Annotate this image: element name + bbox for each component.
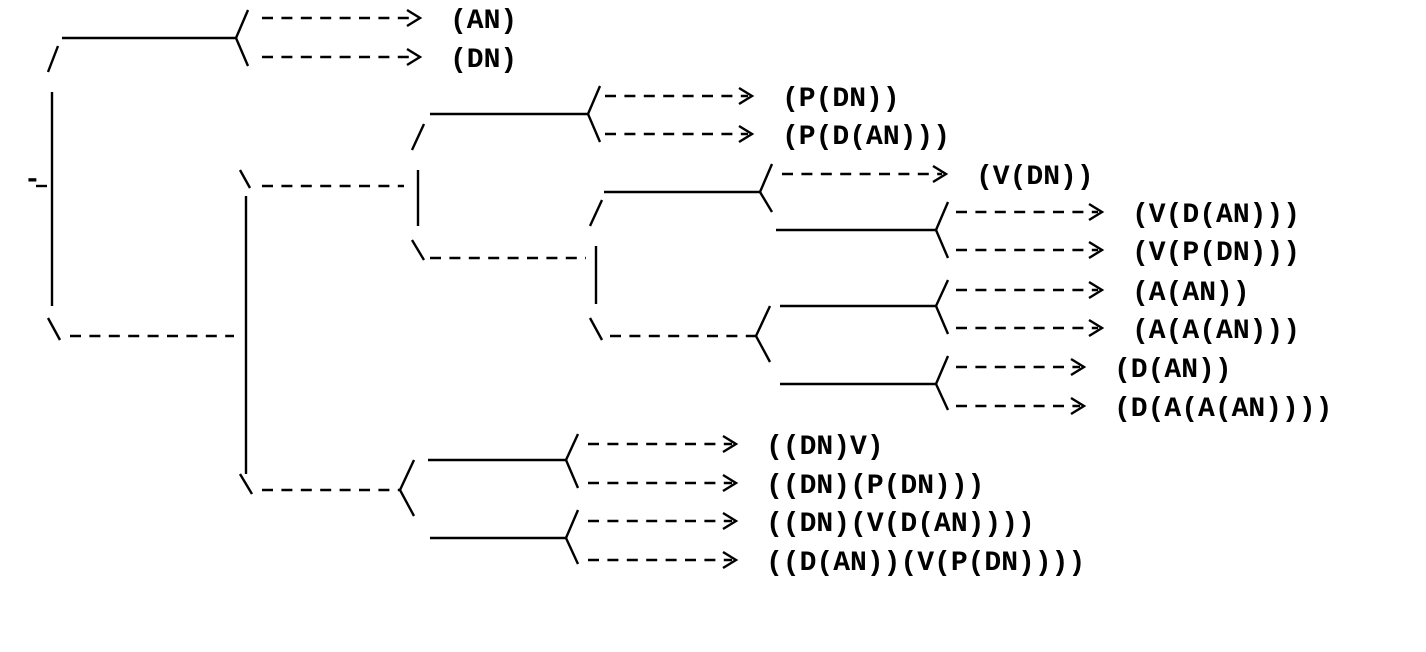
leaf-label: ((DN)(P(DN))) [766,471,984,502]
leaf-label: (P(D(AN))) [782,122,950,153]
leaf-arrowhead-icon [722,473,739,493]
tree-branch [588,199,604,227]
tree-branch [586,85,602,115]
tree-branch [238,473,254,495]
tree-branch [234,37,250,67]
leaf-label: (V(DN)) [976,162,1094,193]
leaf-label: (DN) [450,45,517,76]
tree-branch [934,229,950,259]
tree-branch [588,317,604,341]
leaf-arrowhead-icon [1088,280,1105,300]
tree-branch [586,113,602,143]
tree-branch [46,317,62,341]
leaf-labels: (AN) (DN) (P(DN)) (P(D(AN))) (V(DN)) (V(D(AN)… [450,6,1332,579]
leaf-label: ((DN)V) [766,432,884,463]
tree-branch [934,201,950,231]
leaf-label: (P(DN)) [782,84,900,115]
leaf-arrowhead-icon [1088,202,1105,222]
tree-branch [46,45,60,73]
leaf-label: (A(A(AN))) [1132,316,1300,347]
tree-branch [410,239,426,261]
leaf-arrowhead-icon [738,124,755,144]
tree-branch [234,9,250,39]
tree-branch [564,459,580,489]
leaf-arrowhead-icon [738,86,755,106]
tree-branch [934,383,950,411]
tree-branch [398,489,416,517]
leaf-label: (V(P(DN))) [1132,238,1300,269]
tree-branch [934,305,950,335]
tree-branch [758,163,774,193]
leaf-label: (A(AN)) [1132,278,1250,309]
leaf-arrowhead-icon [1070,357,1087,377]
leaf-arrowhead-icon [1088,240,1105,260]
leaf-arrowhead-icon [932,164,949,184]
tree-edges [36,8,1105,570]
tree-branch [754,305,772,337]
tree-branch [934,279,950,307]
leaf-label: (D(A(A(AN)))) [1114,394,1332,425]
leaf-arrowhead-icon [406,8,423,28]
tree-branch [754,335,772,363]
leaf-arrowhead-icon [722,511,739,531]
tree-branch [238,169,252,189]
tree-branch [934,355,950,385]
leaf-arrowhead-icon [1070,396,1087,416]
tree-branch [564,433,580,461]
tree-branch [410,123,426,151]
leaf-label: ((D(AN))(V(P(DN)))) [766,548,1085,579]
leaf-arrowhead-icon [722,550,739,570]
root-marker: - [24,165,41,196]
leaf-label: (D(AN)) [1114,355,1232,386]
leaf-label: ((DN)(V(D(AN)))) [766,509,1035,540]
tree-branch [398,459,416,491]
leaf-arrowhead-icon [1088,318,1105,338]
leaf-arrowhead-icon [722,434,739,454]
tree-branch [564,537,580,565]
tree-branch [758,191,774,213]
tree-branch [564,509,580,539]
leaf-arrowhead-icon [406,47,423,67]
leaf-label: (AN) [450,6,517,37]
leaf-label: (V(D(AN))) [1132,200,1300,231]
